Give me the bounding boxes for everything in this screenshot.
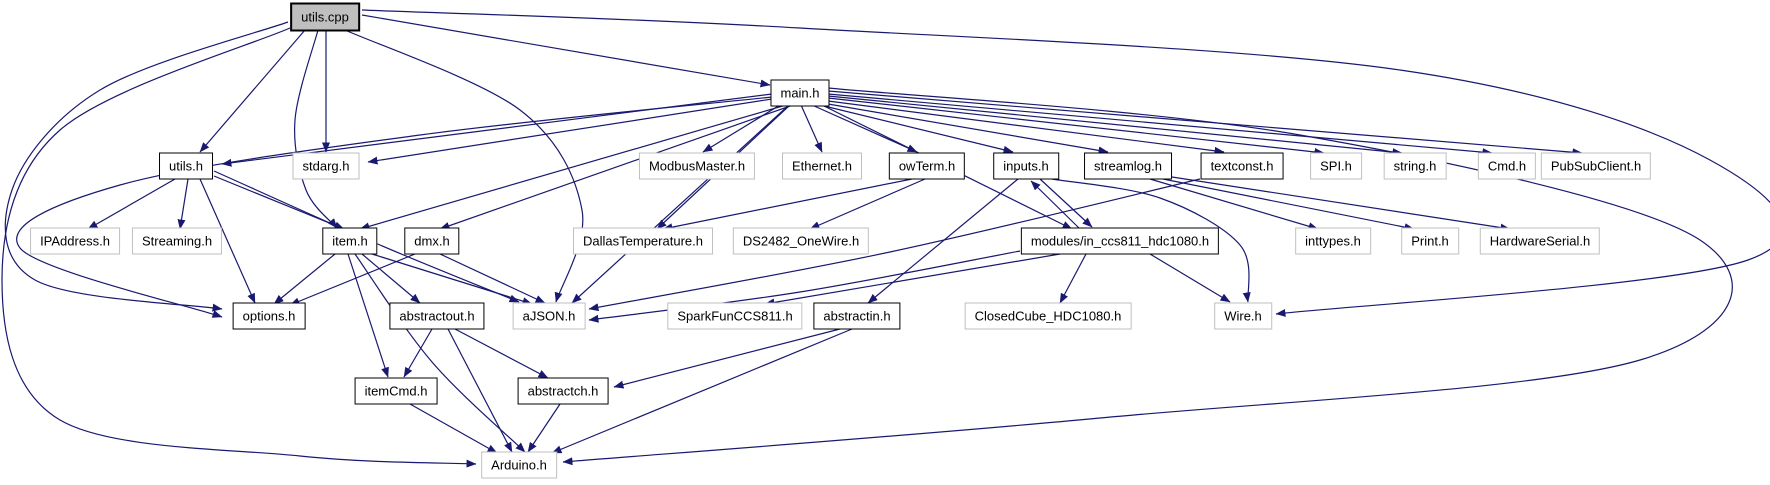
- edge-main_h-to-dmx_h: [439, 104, 794, 230]
- graph-node-cmd_h[interactable]: Cmd.h: [1477, 152, 1537, 180]
- graph-node-abstractout_h[interactable]: abstractout.h: [389, 302, 485, 330]
- edge-main_h-to-spi_h: [827, 97, 1325, 156]
- edge-main_h-to-ajson_h: [571, 104, 790, 304]
- edge-textconst_h-to-ajson_h: [588, 178, 1201, 312]
- graph-node-wire_h[interactable]: Wire.h: [1214, 302, 1272, 330]
- graph-node-spi_h[interactable]: SPI.h: [1310, 152, 1362, 180]
- edge-utils_cpp-to-ajson_h: [344, 29, 584, 303]
- graph-node-main_h[interactable]: main.h: [770, 79, 830, 107]
- edge-modules_in_ccs811_hdc1080_h-to-inputs_h: [1030, 180, 1081, 230]
- graph-node-hardwareserial_h[interactable]: HardwareSerial.h: [1479, 227, 1601, 255]
- edge-main_h-to-modbusmaster_h: [702, 104, 781, 153]
- graph-node-options_h[interactable]: options.h: [232, 302, 306, 330]
- graph-node-abstractin_h[interactable]: abstractin.h: [813, 302, 901, 330]
- edge-inputs_h-to-abstractin_h: [867, 178, 1019, 304]
- graph-node-textconst_h[interactable]: textconst.h: [1200, 152, 1284, 180]
- graph-node-streaming_h[interactable]: Streaming.h: [131, 227, 223, 255]
- edge-item_h-to-ajson_h: [371, 253, 533, 305]
- edge-dmx_h-to-options_h: [289, 253, 416, 306]
- graph-node-ipaddress_h[interactable]: IPAddress.h: [30, 227, 120, 255]
- edge-main_h-to-string_h: [827, 95, 1403, 157]
- edge-streamlog_h-to-hardwareserial_h: [1171, 176, 1511, 232]
- graph-node-itemcmd_h[interactable]: itemCmd.h: [354, 377, 438, 405]
- edge-utils_h-to-streaming_h: [177, 178, 189, 230]
- edge-dmx_h-to-ajson_h: [439, 253, 546, 304]
- edge-modules_in_ccs811_hdc1080_h-to-ajson_h: [588, 250, 1021, 323]
- edge-main_h-to-options_h: [16, 96, 773, 318]
- edge-utils_h-to-ajson_h: [213, 170, 520, 303]
- graph-node-abstractch_h[interactable]: abstractch.h: [517, 377, 609, 405]
- edge-utils_cpp-to-utils_h: [199, 29, 306, 153]
- edge-itemcmd_h-to-arduino_h: [409, 403, 498, 454]
- graph-node-pubsubclient_h[interactable]: PubSubClient.h: [1540, 152, 1652, 180]
- edge-utils_cpp-to-main_h: [361, 14, 771, 88]
- edge-inputs_h-to-wire_h: [1051, 178, 1251, 303]
- graph-node-utils_cpp: utils.cpp: [290, 2, 360, 32]
- graph-node-arduino_h[interactable]: Arduino.h: [481, 451, 557, 479]
- edge-utils_h-to-options_h: [199, 178, 256, 304]
- edge-item_h-to-abstractout_h: [361, 253, 421, 304]
- edge-utils_h-to-ipaddress_h: [87, 178, 176, 230]
- edge-main_h-to-cmd_h: [827, 93, 1493, 157]
- edge-modules_in_ccs811_hdc1080_h-to-sparkfunccs811_h: [764, 253, 1061, 307]
- graph-node-inttypes_h[interactable]: inttypes.h: [1295, 227, 1371, 255]
- edge-utils_cpp-to-wire_h: [361, 9, 1770, 317]
- edge-abstractout_h-to-abstractch_h: [454, 328, 549, 379]
- edge-main_h-to-ethernet_h: [800, 104, 823, 153]
- edge-abstractin_h-to-abstractch_h: [613, 328, 841, 389]
- edge-item_h-to-arduino_h: [354, 253, 526, 453]
- graph-node-inputs_h[interactable]: inputs.h: [993, 152, 1059, 180]
- edge-streamlog_h-to-inttypes_h: [1149, 178, 1319, 231]
- graph-node-print_h[interactable]: Print.h: [1401, 227, 1459, 255]
- graph-node-ajson_h[interactable]: aJSON.h: [512, 302, 586, 330]
- graph-node-ds2482_onewire_h[interactable]: DS2482_OneWire.h: [732, 227, 870, 255]
- edge-streamlog_h-to-print_h: [1162, 178, 1415, 232]
- edge-utils_cpp-to-arduino_h: [1, 27, 477, 468]
- edge-abstractout_h-to-arduino_h: [447, 328, 513, 453]
- edge-main_h-to-owterm_h: [811, 104, 918, 153]
- graph-node-utils_h[interactable]: utils.h: [159, 152, 213, 180]
- edge-item_h-to-itemcmd_h: [347, 253, 389, 378]
- graph-node-item_h[interactable]: item.h: [322, 227, 378, 255]
- edge-abstractin_h-to-arduino_h: [551, 328, 853, 454]
- edge-abstractch_h-to-arduino_h: [527, 403, 561, 453]
- graph-node-sparkfunccs811_h[interactable]: SparkFunCCS811.h: [667, 302, 803, 330]
- edge-main_h-to-streamlog_h: [827, 103, 1109, 155]
- graph-node-stdarg_h[interactable]: stdarg.h: [292, 152, 360, 180]
- edge-owterm_h-to-dallastemperature_h: [662, 178, 913, 232]
- edge-main_h-to-textconst_h: [827, 100, 1225, 155]
- graph-node-dallastemperature_h[interactable]: DallasTemperature.h: [573, 227, 713, 255]
- graph-node-dmx_h[interactable]: dmx.h: [404, 227, 460, 255]
- graph-node-string_h[interactable]: string.h: [1383, 152, 1447, 180]
- edge-modules_in_ccs811_hdc1080_h-to-closedcube_hdc1080_h: [1059, 253, 1087, 304]
- edge-modules_in_ccs811_hdc1080_h-to-wire_h: [1149, 253, 1231, 303]
- graph-node-owterm_h[interactable]: owTerm.h: [888, 152, 966, 180]
- edge-utils_cpp-to-options_h: [4, 21, 289, 312]
- edge-abstractout_h-to-itemcmd_h: [403, 328, 433, 378]
- edge-main_h-to-stdarg_h: [367, 98, 773, 165]
- edge-utils_cpp-to-item_h: [294, 29, 338, 229]
- edge-main_h-to-inputs_h: [819, 104, 1014, 154]
- graph-node-modbusmaster_h[interactable]: ModbusMaster.h: [638, 152, 756, 180]
- edge-owterm_h-to-ds2482_onewire_h: [809, 178, 926, 230]
- graph-node-streamlog_h[interactable]: streamlog.h: [1084, 152, 1172, 180]
- graph-node-ethernet_h[interactable]: Ethernet.h: [782, 152, 862, 180]
- graph-node-modules_in_ccs811_hdc1080_h[interactable]: modules/in_ccs811_hdc1080.h: [1020, 227, 1220, 255]
- edge-main_h-to-item_h: [359, 104, 787, 231]
- graph-node-closedcube_hdc1080_h[interactable]: ClosedCube_HDC1080.h: [964, 302, 1132, 330]
- edge-inputs_h-to-modules_in_ccs811_hdc1080_h: [1039, 178, 1093, 228]
- edge-main_h-to-arduino_h: [562, 87, 1733, 466]
- edge-item_h-to-options_h: [273, 253, 336, 305]
